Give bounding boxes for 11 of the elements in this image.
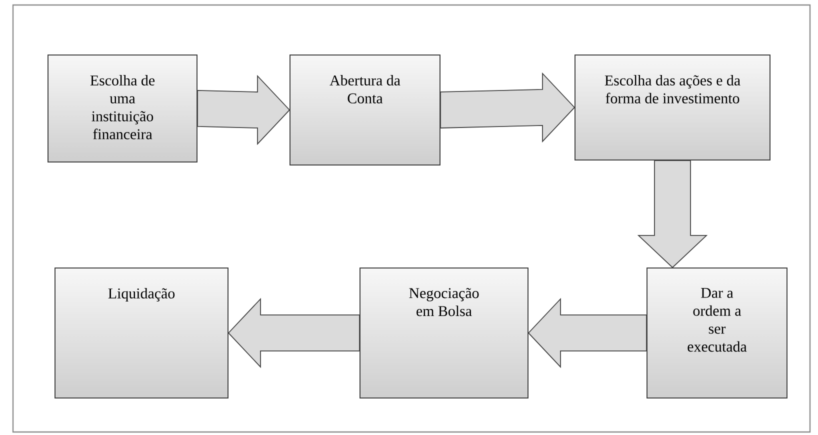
block-arrow bbox=[197, 74, 290, 146]
process-box: Escolha das ações e da forma de investimento bbox=[574, 54, 770, 160]
block-arrow bbox=[440, 72, 576, 143]
process-box: Escolha de uma instituição financeira bbox=[48, 54, 198, 162]
block-arrow bbox=[637, 160, 708, 268]
process-box: Negociação em Bolsa bbox=[360, 267, 528, 398]
block-arrow bbox=[528, 298, 647, 368]
process-box: Dar a ordem a ser executada bbox=[646, 267, 788, 398]
process-box: Abertura da Conta bbox=[290, 54, 440, 166]
process-box: Liquidação bbox=[54, 267, 228, 398]
block-arrow bbox=[228, 298, 360, 368]
